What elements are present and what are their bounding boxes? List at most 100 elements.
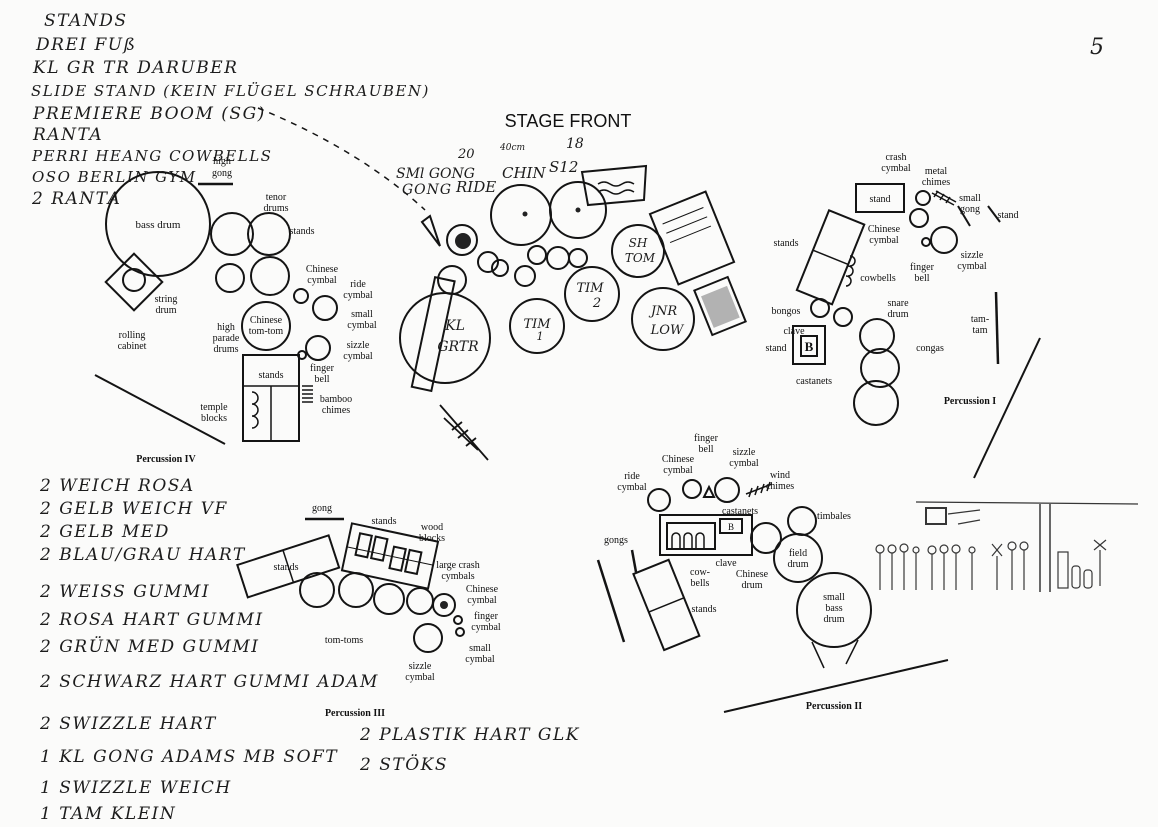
wood-blocks-label: wood xyxy=(421,522,443,533)
finger-cymbal-label: finger xyxy=(474,611,499,622)
sizzle-cymbal-label: sizzle xyxy=(409,661,432,672)
small-gong-label: GONG xyxy=(402,182,452,198)
handwritten-notes-bottom-left: 2 WEICH ROSA 2 GELB WEICH VF 2 GELB MED … xyxy=(39,476,377,824)
cowbells-label: bells xyxy=(691,578,710,589)
note-line: RANTA xyxy=(32,125,103,145)
large-crash-cymbals-label: cymbals xyxy=(441,571,474,582)
chinese-cymbal-label: Chinese xyxy=(868,224,901,235)
kl-grtr-label: GRTR xyxy=(437,339,479,355)
gong-bar xyxy=(596,559,626,643)
note-line: KL GR TR DARUBER xyxy=(32,58,238,78)
note-line: 2 GELB MED xyxy=(39,522,170,542)
castanets-label: castanets xyxy=(796,376,832,387)
sizzle-cymbal-label: sizzle xyxy=(733,447,756,458)
large-crash-cymbals-label: large crash xyxy=(436,560,479,571)
percussion-iv-title: Percussion IV xyxy=(136,454,196,465)
cowbells-label: cow- xyxy=(690,567,710,578)
note-line: 2 RANTA xyxy=(31,189,121,209)
stands-label: stands xyxy=(692,604,717,615)
section-boundary xyxy=(94,374,226,445)
high-gong-label: gong xyxy=(212,168,232,179)
tom-tom xyxy=(299,572,335,608)
clave-label: clave xyxy=(715,558,737,569)
large-crash-cymbal xyxy=(406,587,434,615)
note-line: 2 GRÜN MED GUMMI xyxy=(39,636,260,657)
chinese-tom-tom-label: tom-tom xyxy=(249,326,284,337)
bamboo-chimes-icon xyxy=(302,385,313,403)
snare-drum-label: drum xyxy=(887,309,908,320)
finger-bell xyxy=(921,237,931,247)
rolling-cabinet-label: cabinet xyxy=(118,341,147,352)
small-cymbal-label: cymbal xyxy=(347,320,377,331)
castanets-box-glyph: B xyxy=(805,339,814,354)
temple-blocks-label: temple xyxy=(200,402,228,413)
bongos-label: bongos xyxy=(772,306,801,317)
splash-label: S12 xyxy=(549,158,578,176)
percussion-iii-title: Percussion III xyxy=(325,708,385,719)
sizzle-cymbal-label: cymbal xyxy=(729,458,759,469)
stand-label: stand xyxy=(869,194,890,205)
string-drum-label: drum xyxy=(155,305,176,316)
temple-blocks-icon xyxy=(251,391,259,429)
finger-cymbal xyxy=(455,627,465,637)
wood-blocks-stand xyxy=(340,522,440,590)
small-gong-boss xyxy=(455,233,471,249)
conga xyxy=(853,380,899,426)
small-gong xyxy=(446,224,478,256)
chinese-cymbal xyxy=(682,479,702,499)
crash-cymbal-label: crash xyxy=(885,152,906,163)
note-line: PERRI HEANG COWBELLS xyxy=(31,147,272,165)
sh-tom-label: TOM xyxy=(625,251,656,265)
chinese-cymbal-label: Chinese xyxy=(306,264,339,275)
gong-label: gong xyxy=(312,503,332,514)
tim-1-label: TIM xyxy=(523,317,551,332)
chinese-cymbal-label: cymbal xyxy=(663,465,693,476)
stands-label: stands xyxy=(274,562,299,573)
finger-cymbal xyxy=(453,615,463,625)
stand-label: stand xyxy=(765,343,786,354)
note-line: 2 WEISS GUMMI xyxy=(39,582,210,602)
wind-chimes-label: chimes xyxy=(766,481,794,492)
stand-box xyxy=(855,183,905,213)
chinese-cymbal xyxy=(432,593,456,617)
crash-cymbal xyxy=(915,190,931,206)
china-cymbal xyxy=(549,181,607,239)
chinese-cymbal-label: cymbal xyxy=(307,275,337,286)
finger-bell xyxy=(702,484,716,498)
small-cymbal-label: small xyxy=(351,309,373,320)
ride-cymbal-label: ride xyxy=(350,279,366,290)
stands-rack xyxy=(632,558,701,652)
sizzle-cymbal-label: cymbal xyxy=(405,672,435,683)
clave-box-glyph: B xyxy=(728,522,734,532)
handwritten-notes-top: STANDS DREI FUß KL GR TR DARUBER SLIDE S… xyxy=(31,11,428,209)
small-gong-label: SMl GONG xyxy=(396,166,475,182)
percussion-ii-layout: finger bell Chinese cymbal sizzle cymbal… xyxy=(596,433,949,713)
tim-1 xyxy=(509,298,565,354)
stands-label: stands xyxy=(372,516,397,527)
wind-chimes-label: wind xyxy=(770,470,790,481)
small-cymbal-label: small xyxy=(469,643,491,654)
finger-bell-label: bell xyxy=(699,444,714,455)
metal-chimes-icon xyxy=(931,190,957,206)
gongs-label: gongs xyxy=(604,535,628,546)
tom-tom xyxy=(338,572,374,608)
finger-cymbal-label: cymbal xyxy=(471,622,501,633)
music-stand xyxy=(648,190,736,286)
handwritten-notes-bottom-middle: 2 PLASTIK HART GLK 2 STÖKS xyxy=(359,725,578,775)
cowbells-label: cowbells xyxy=(860,273,896,284)
sizzle-cymbal xyxy=(930,226,958,254)
bass-drum-label: bass drum xyxy=(136,219,181,231)
ride-cymbal xyxy=(647,488,671,512)
high-parade-drums-label: drums xyxy=(214,344,239,355)
finger-bell-label: bell xyxy=(315,374,330,385)
timbale xyxy=(787,506,817,536)
string-drum xyxy=(122,268,146,292)
note-line: 2 SWIZZLE HART xyxy=(39,714,217,734)
kl-grtr-label: KL xyxy=(444,318,465,334)
small-bass-drum xyxy=(796,572,872,648)
field-drum xyxy=(773,533,823,583)
small-cymbal-label: cymbal xyxy=(465,654,495,665)
bongo xyxy=(810,298,830,318)
ride-cymbal xyxy=(490,184,552,246)
